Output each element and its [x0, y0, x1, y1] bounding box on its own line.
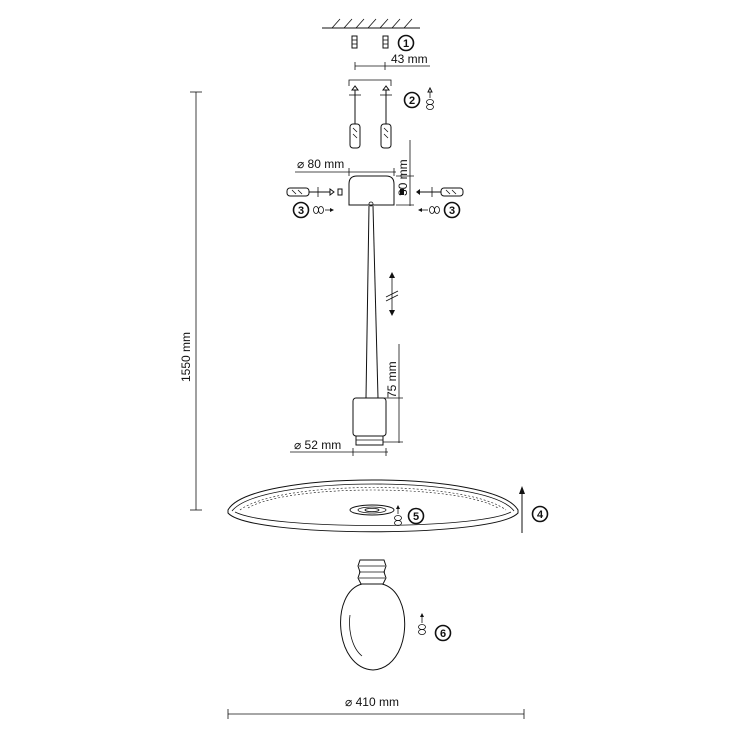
rotate-icon — [394, 505, 402, 526]
step-3-left-label: 3 — [298, 205, 304, 217]
ceiling — [322, 18, 420, 29]
step-5-label: 5 — [413, 511, 419, 523]
step-1-badge: 1 — [397, 34, 415, 52]
canopy-height-dimension: 30 mm — [396, 140, 414, 206]
cable — [365, 205, 379, 399]
rotate-icon — [418, 613, 426, 635]
socket-diameter-label: ⌀ 52 mm — [294, 438, 341, 452]
step-3-right-badge: 3 — [443, 201, 461, 219]
mounting-bracket — [348, 79, 392, 86]
step-6-badge: 6 — [434, 624, 452, 642]
screw-spacing-dimension: 43 mm — [354, 52, 430, 70]
step-4-label: 4 — [537, 509, 544, 521]
screwdriver-icon — [400, 187, 464, 197]
step-1-label: 1 — [403, 38, 409, 50]
wall-plug-icon — [351, 35, 389, 49]
step-4-badge: 4 — [531, 505, 549, 523]
screw-spacing-label: 43 mm — [391, 52, 428, 66]
rotate-icon — [313, 206, 334, 214]
screwdriver-icon — [286, 187, 343, 197]
canopy-diameter-dimension: ⌀ 80 mm — [295, 157, 396, 176]
socket-height-dimension: 75 mm — [383, 344, 403, 443]
step-2-badge: 2 — [403, 91, 421, 109]
canopy-diameter-label: ⌀ 80 mm — [297, 157, 344, 171]
step-6-label: 6 — [440, 628, 446, 640]
screwdriver-icon — [349, 108, 392, 149]
adjustable-length-icon — [385, 272, 399, 316]
shade-diameter-label: ⌀ 410 mm — [345, 695, 399, 709]
screw-icon — [349, 85, 392, 108]
socket-height-label: 75 mm — [385, 361, 399, 398]
shade-center-ring — [349, 504, 395, 516]
total-height-dimension: 1550 mm — [179, 91, 202, 511]
shade-diameter-dimension: ⌀ 410 mm — [227, 695, 525, 719]
arrow-up-icon — [519, 486, 525, 533]
rotate-icon — [418, 206, 440, 214]
step-3-right-label: 3 — [449, 205, 455, 217]
total-height-label: 1550 mm — [179, 332, 193, 382]
step-3-left-badge: 3 — [292, 201, 310, 219]
canopy — [348, 175, 395, 207]
step-5-badge: 5 — [407, 507, 425, 525]
socket-diameter-dimension: ⌀ 52 mm — [290, 438, 388, 456]
bulb-icon — [340, 559, 406, 671]
socket-holder — [352, 397, 387, 446]
step-2-label: 2 — [409, 95, 415, 107]
rotate-icon — [426, 86, 434, 110]
canopy-height-label: 30 mm — [396, 159, 410, 196]
